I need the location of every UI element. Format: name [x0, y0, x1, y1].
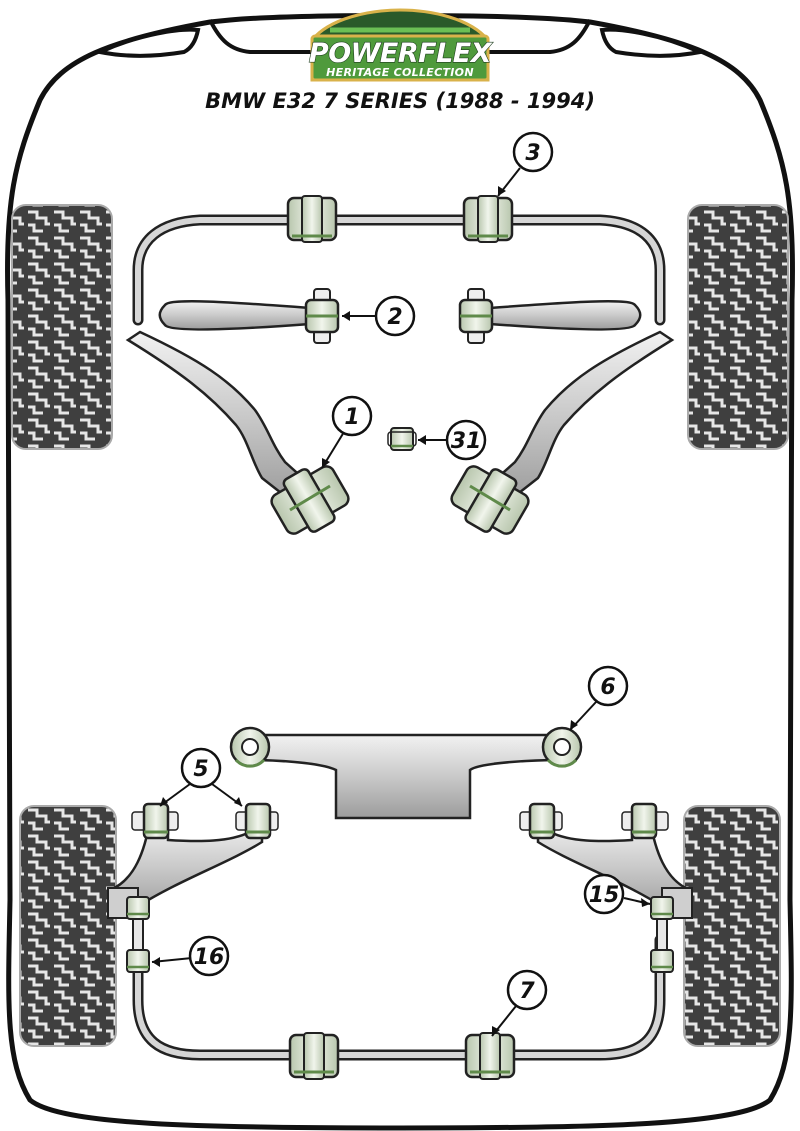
callout-circle-6: 6: [587, 665, 629, 707]
tyre-rear-right: [683, 805, 781, 1047]
bushing-5-right-inner: [519, 802, 563, 840]
callout-circle-2: 2: [374, 295, 416, 337]
bushing-5-left-inner: [235, 802, 279, 840]
powerflex-logo: POWERFLEX HERITAGE COLLECTION: [308, 8, 494, 82]
bushing-6-left: [229, 726, 271, 768]
tyre-front-left: [11, 204, 113, 450]
rear-anti-roll-bar: [132, 934, 666, 1061]
bushing-5-right-outer: [621, 802, 669, 840]
car-body-outline: [4, 13, 796, 1131]
callout-1-label: 1: [344, 405, 359, 430]
callout-circle-7: 7: [506, 969, 548, 1011]
thrust-arm-left: [158, 300, 312, 331]
bushing-7-right: [464, 1032, 516, 1080]
bushing-1-right: [450, 465, 530, 535]
rear-trailing-arm-right: [536, 818, 693, 919]
callout-circle-16: 16: [188, 935, 230, 977]
bushing-5-left-outer: [131, 802, 179, 840]
callout-7-label: 7: [519, 979, 535, 1004]
bushing-31: [387, 427, 417, 451]
callout-circle-15: 15: [583, 873, 625, 915]
callout-2-label: 2: [387, 305, 402, 330]
bushing-3-left: [286, 195, 338, 243]
bushing-16-lower: [126, 949, 150, 973]
bushing-1-left: [270, 465, 350, 535]
callout-6-label: 6: [600, 675, 615, 700]
logo-brand: POWERFLEX: [309, 38, 493, 69]
bushing-15-upper: [650, 896, 674, 920]
bushing-16-upper: [126, 896, 150, 920]
callout-circle-1: 1: [331, 395, 373, 437]
bushing-15-lower: [650, 949, 674, 973]
callout-31-label: 31: [451, 429, 482, 454]
bushing-2-right: [458, 288, 494, 344]
logo-subtitle: HERITAGE COLLECTION: [326, 66, 474, 79]
bushing-2-left: [304, 288, 340, 344]
bushing-7-left: [288, 1032, 340, 1080]
callout-5-label: 5: [193, 757, 208, 782]
callout-3-label: 3: [525, 141, 540, 166]
thrust-arm-right: [488, 300, 642, 331]
callout-16-label: 16: [194, 945, 225, 970]
page-title: BMW E32 7 SERIES (1988 - 1994): [205, 89, 595, 113]
callout-arrowheads: [152, 186, 650, 1036]
callout-circle-5: 5: [180, 747, 222, 789]
rear-subframe: [248, 733, 562, 820]
tyre-front-right: [687, 204, 789, 450]
callout-15-label: 15: [589, 883, 620, 908]
bushing-3-right: [462, 195, 514, 243]
front-anti-roll-bar: [132, 214, 666, 326]
callout-circle-3: 3: [512, 131, 554, 173]
callout-circle-31: 31: [445, 419, 487, 461]
bushing-6-right: [541, 726, 583, 768]
tyre-rear-left: [19, 805, 117, 1047]
